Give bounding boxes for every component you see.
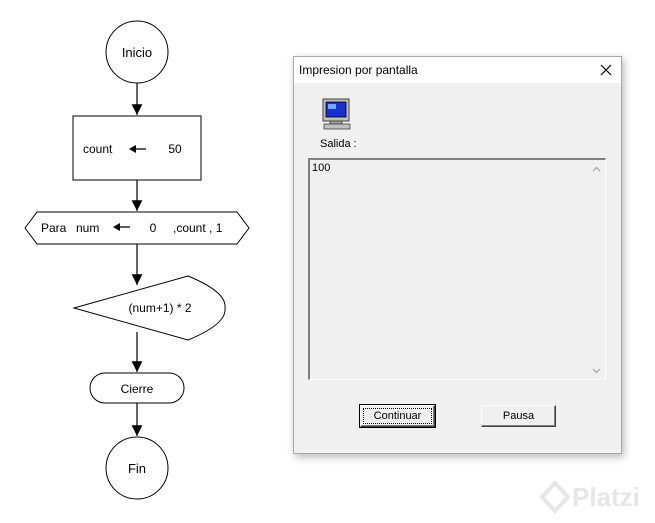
loop-rest: ,count , 1	[173, 221, 223, 235]
output-label: Salida :	[320, 138, 357, 150]
scroll-up-button[interactable]	[588, 160, 605, 177]
pause-button[interactable]: Pausa	[481, 405, 556, 427]
loop-keyword: Para	[41, 221, 67, 235]
loop-arrow-icon	[113, 223, 130, 231]
close-button[interactable]	[591, 57, 621, 83]
loop-start: 0	[150, 221, 157, 235]
pause-button-label: Pausa	[502, 410, 535, 422]
output-dialog: Impresion por pantalla Salida : 100	[293, 56, 622, 454]
output-node: (num+1) * 2	[72, 275, 226, 341]
end-label: Fin	[128, 461, 146, 476]
assign-var: count	[83, 142, 113, 156]
watermark-text: Platzi	[572, 482, 640, 512]
loop-node: Para num 0 ,count , 1	[24, 211, 250, 245]
output-text: 100	[312, 162, 331, 174]
output-expression: (num+1) * 2	[128, 301, 191, 315]
platzi-watermark: Platzi	[540, 478, 652, 518]
chevron-down-icon	[592, 368, 601, 373]
loop-var: num	[76, 221, 99, 235]
assign-value: 50	[168, 142, 182, 156]
dialog-titlebar[interactable]: Impresion por pantalla	[294, 57, 621, 83]
start-label: Inicio	[122, 45, 152, 60]
close-node: Cierre	[89, 372, 185, 404]
output-textarea[interactable]: 100	[308, 158, 606, 380]
assign-arrow-icon	[129, 145, 146, 153]
end-node: Fin	[105, 436, 169, 500]
monitor-icon	[322, 98, 351, 130]
dialog-title: Impresion por pantalla	[299, 63, 418, 77]
continue-button[interactable]: Continuar	[359, 404, 436, 428]
vertical-scrollbar[interactable]	[588, 160, 605, 379]
start-node: Inicio	[105, 20, 169, 84]
continue-button-label: Continuar	[362, 408, 433, 424]
close-label: Cierre	[121, 382, 154, 396]
flowchart: Inicio count 50 Para num 0 ,count , 1 (n…	[24, 20, 250, 500]
scroll-down-button[interactable]	[588, 362, 605, 379]
assignment-node: count 50	[72, 115, 202, 181]
platzi-logo-icon	[540, 481, 570, 514]
chevron-up-icon	[592, 166, 601, 171]
close-icon	[600, 64, 612, 76]
